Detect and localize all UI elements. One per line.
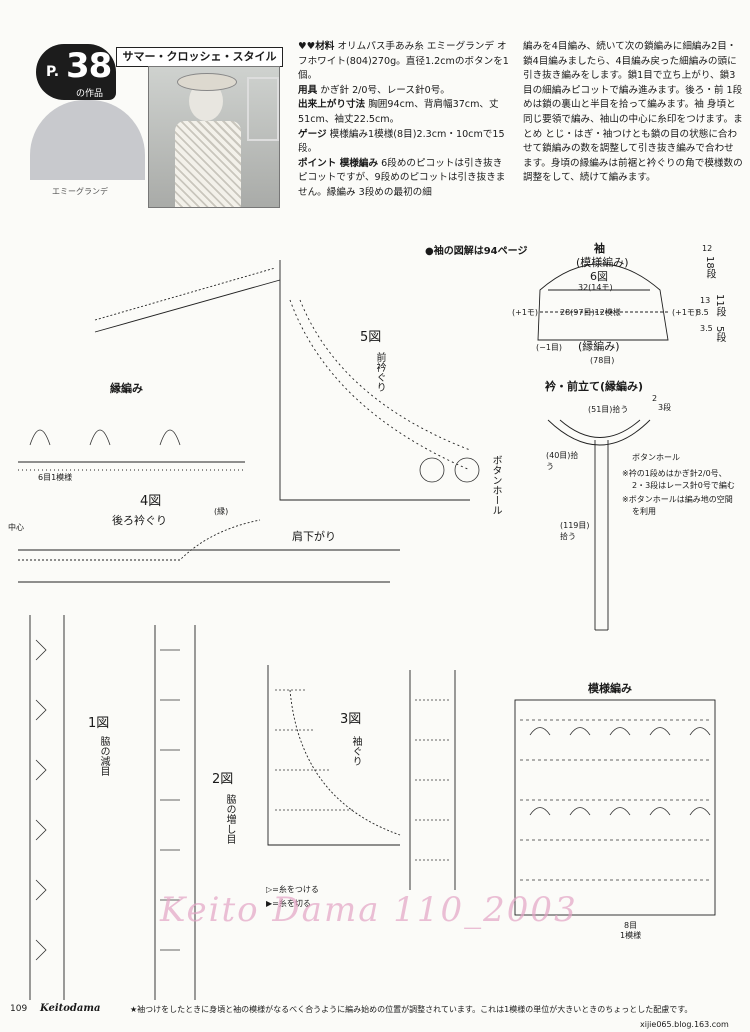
armhole-label: 袖ぐり (350, 736, 361, 766)
page-prefix: P. (46, 64, 60, 80)
style-title: サマー・クロッシェ・スタイル (116, 47, 283, 67)
fig2-label: 2図 (212, 772, 234, 787)
footer-note: ★袖つけをしたときに身頃と袖の模様がなるべく合うように編み始めの位置が調整されて… (130, 1005, 690, 1014)
pattern-title: 模様編み (588, 682, 632, 695)
edging-repeat: 6目1模様 (38, 473, 73, 482)
collar-h3: 3段 (658, 403, 672, 412)
fig5-label: 5図 (360, 330, 382, 345)
collar-h2: 2 (652, 394, 658, 403)
sleeve-width-mid: 28(97目)12模様 (560, 308, 621, 317)
collar-note3: ※ボタンホールは編み地の空間 (622, 495, 733, 504)
buttonhole-label: ボタンホール (490, 455, 501, 515)
legend-cut: ▶=糸を切る (266, 899, 311, 908)
sleeve-stitches: (78目) (590, 356, 615, 365)
pattern-number: 38 (66, 46, 112, 86)
sleeve-h13: 13 (700, 296, 711, 305)
pattern-repeat: 8目 (624, 921, 638, 930)
sleeve-subtitle: (模様編み) (576, 256, 629, 269)
shoulder-label: 肩下がり (292, 530, 336, 543)
sleeve-title: 袖 (594, 242, 605, 255)
sleeve-edge: (縁編み) (578, 340, 620, 353)
fig6-label: 6図 (590, 270, 608, 283)
sleeve-h18: 18段 (704, 256, 715, 279)
fig3-label: 3図 (340, 712, 362, 727)
center-label: 中心 (8, 523, 24, 532)
sleeve-inc-left: (+1モ) (512, 308, 539, 317)
edging-title: 縁編み (110, 382, 143, 395)
sleeve-h35: 3.5 (700, 324, 713, 333)
front-neck-label: 前衿ぐり (374, 352, 385, 392)
pattern-repeat-b: 1模様 (620, 931, 642, 940)
instructions-col2: 編みを4目編み、続いて次の鎖編みに細編み2目・鎖4目編みましたら、4目編み戻った… (523, 41, 743, 184)
fig4-label: 4図 (140, 494, 162, 509)
yarn-swatch (30, 100, 145, 180)
works-label: の作品 (76, 89, 104, 99)
sleeve-h5: 5段 (714, 326, 725, 343)
collar-119: (119目)拾う (560, 521, 590, 541)
page-number: 109 (10, 1004, 28, 1014)
side-inc-label: 脇の増し目 (224, 794, 235, 844)
sleeve-schematic-shape (537, 263, 669, 341)
collar-buttonhole: ボタンホール (632, 453, 680, 462)
collar-note2: 2・3段はレース針0号で編む (632, 481, 735, 490)
collar-40: (40目)拾う (546, 451, 579, 471)
pattern-number-badge: P. 38 の作品 (36, 44, 116, 100)
swatch-label: エミーグランデ (52, 187, 108, 196)
blog-url: xijie065.blog.163.com (640, 1020, 729, 1029)
sleeve-h11: 11段 (714, 294, 725, 317)
edge-mark: (縁) (214, 507, 229, 516)
sleeve-h12: 12 (702, 244, 713, 253)
legend-attach: ▷=糸をつける (266, 885, 319, 894)
sleeve-ref-note: ●袖の図解は94ページ (425, 246, 528, 257)
collar-note4: を利用 (632, 507, 656, 516)
sleeve-h85: 8.5 (696, 308, 709, 317)
collar-51: (51目)拾う (588, 405, 629, 414)
instructions-col1: ♥♥材料 オリムパス手あみ糸 エミーグランデ オフホワイト(804)270g。直… (298, 41, 509, 198)
watermark: Keito Dama 110_2003 (160, 890, 578, 930)
sleeve-dec: (−1目) (536, 343, 563, 352)
back-neck-label: 後ろ衿ぐり (112, 514, 167, 527)
collar-title: 衿・前立て(縁編み) (545, 380, 644, 393)
fig1-label: 1図 (88, 716, 110, 731)
sleeve-inc-right: (+1モ) (672, 308, 699, 317)
collar-note1: ※衿の1段めはかぎ針2/0号、 (622, 469, 727, 478)
brand-logo: Keitodama (40, 1003, 101, 1014)
side-dec-label: 脇の減目 (98, 736, 109, 776)
sleeve-width-top: 32(14モ) (578, 283, 613, 292)
model-photo (148, 66, 280, 208)
